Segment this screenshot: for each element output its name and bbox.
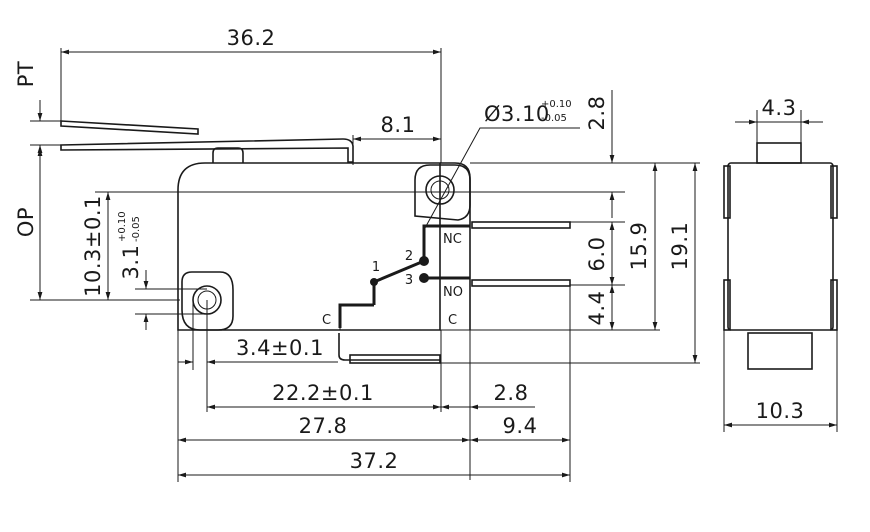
dim-lever-offset: 8.1: [381, 113, 416, 137]
dim-total-length: 37.2: [350, 449, 399, 473]
dim-left-hole-tol-minus: -0.05: [131, 216, 142, 242]
side-view: [723, 142, 838, 370]
actuator-lever: [60, 120, 354, 163]
mounting-hole-right: [414, 164, 471, 221]
dim-nc-no-pitch: 6.0: [585, 237, 609, 272]
dim-pt: PT: [14, 61, 38, 88]
dim-hole-diameter: Ø3.10: [484, 102, 550, 126]
label-nc: NC: [443, 232, 462, 247]
dim-top-gap: 2.8: [585, 96, 609, 131]
switch-body: [177, 147, 471, 331]
label-c-left: C: [322, 313, 331, 328]
dim-left-hole-tol-plus: +0.10: [117, 211, 128, 242]
label-pin-1: 1: [372, 260, 380, 275]
dim-terminal-length: 9.4: [503, 414, 538, 438]
label-pin-3: 3: [405, 273, 413, 288]
label-c-right: C: [448, 313, 457, 328]
dim-no-c-pitch: 4.4: [585, 291, 609, 326]
dim-hole-spacing: 22.2±0.1: [272, 381, 374, 405]
dim-side-width: 10.3: [756, 399, 805, 423]
dim-right-h1: 15.9: [627, 222, 651, 271]
label-pin-2: 2: [405, 249, 413, 264]
dim-left-hole-x: 3.4±0.1: [236, 336, 324, 360]
dim-hole-tol-minus: -0.05: [541, 113, 567, 124]
dim-hole-tol-plus: +0.10: [541, 99, 572, 110]
dim-left-hole-height: 10.3±0.1: [81, 195, 105, 297]
dim-body-width: 27.8: [299, 414, 348, 438]
label-no: NO: [443, 285, 463, 300]
dim-right-h2: 19.1: [668, 222, 692, 271]
dim-right-offset: 2.8: [494, 381, 529, 405]
dim-overall-top: 36.2: [227, 26, 276, 50]
dim-left-hole-offset: 3.1: [119, 245, 143, 280]
dim-side-top: 4.3: [762, 96, 797, 120]
wiring-schematic: [338, 224, 470, 328]
dim-op: OP: [14, 207, 38, 237]
dimension-lines: [30, 48, 838, 482]
